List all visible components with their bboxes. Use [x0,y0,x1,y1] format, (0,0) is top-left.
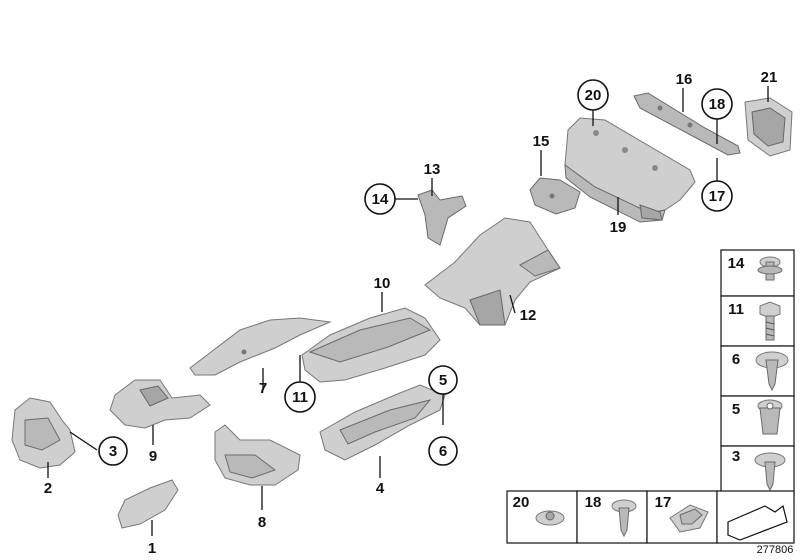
callout-6-circle: 6 [428,436,458,466]
screw-18-icon [611,499,637,538]
callout-21: 21 [761,69,778,86]
callout-13: 13 [424,161,441,178]
screw-6-icon [755,351,789,392]
part-21-bracket [744,97,793,157]
callout-11: 11 [292,389,308,406]
callout-8: 8 [258,514,266,531]
leader-lines [47,86,769,536]
part-1-shield [117,479,179,529]
callout-5: 5 [439,372,447,389]
callout-3: 3 [109,443,117,460]
legend-bottom-20: 20 [513,494,530,511]
part-8-shield [214,424,301,486]
callout-1: 1 [148,540,156,557]
part-10-tunnel-shield [301,307,441,383]
part-9-bracket [109,379,211,429]
part-12-heat-shield [424,217,561,326]
callout-10: 10 [374,275,391,292]
callout-18: 18 [709,96,726,113]
reference-number: 277806 [757,544,794,556]
callout-12: 12 [520,307,537,324]
nut-5-icon [757,399,783,435]
callout-15: 15 [533,133,550,150]
arrow-symbol-icon [727,504,788,541]
callout-14-circle: 14 [364,183,396,215]
part-16-bracket [633,92,741,156]
callout-17-circle: 17 [701,180,733,212]
callout-20: 20 [585,87,602,104]
callout-5-circle: 5 [428,365,458,395]
callout-20-circle: 20 [577,79,609,111]
screw-3-icon [754,452,786,492]
fastener-legend-side: 14 11 6 5 3 [720,249,795,497]
part-15-shield [529,177,581,215]
fastener-legend-bottom: 20 18 17 [506,490,795,544]
part-13-bracket [417,189,467,246]
callout-6: 6 [439,443,447,460]
callout-7: 7 [259,380,267,397]
callout-4: 4 [376,480,385,497]
legend-side-11: 11 [728,301,744,318]
callout-9: 9 [149,448,157,465]
callout-17: 17 [709,188,726,205]
callout-14: 14 [372,191,389,208]
callout-11-circle: 11 [284,381,316,413]
legend-bottom-18: 18 [585,494,602,511]
legend-bottom-17: 17 [655,494,672,511]
nut-20-icon [535,510,565,526]
legend-side-3: 3 [732,448,740,465]
clip-nut-17-icon [669,504,709,533]
callout-3-circle: 3 [98,436,128,466]
part-4-floor-shield [319,384,446,461]
legend-side-14: 14 [728,255,745,272]
callout-2: 2 [44,480,52,497]
clip-14-icon [757,256,783,281]
part-2-shield [11,397,76,469]
legend-side-6: 6 [732,351,740,368]
callout-18-circle: 18 [701,88,733,120]
callout-19: 19 [610,219,627,236]
callout-16: 16 [676,71,693,88]
bolt-11-icon [759,301,781,341]
part-19-heat-shield [564,117,696,223]
callout-labels: 1 2 3 4 5 6 7 8 9 10 11 12 13 14 15 [44,69,778,557]
part-7-flat-shield [189,317,332,376]
legend-side-5: 5 [732,401,740,418]
